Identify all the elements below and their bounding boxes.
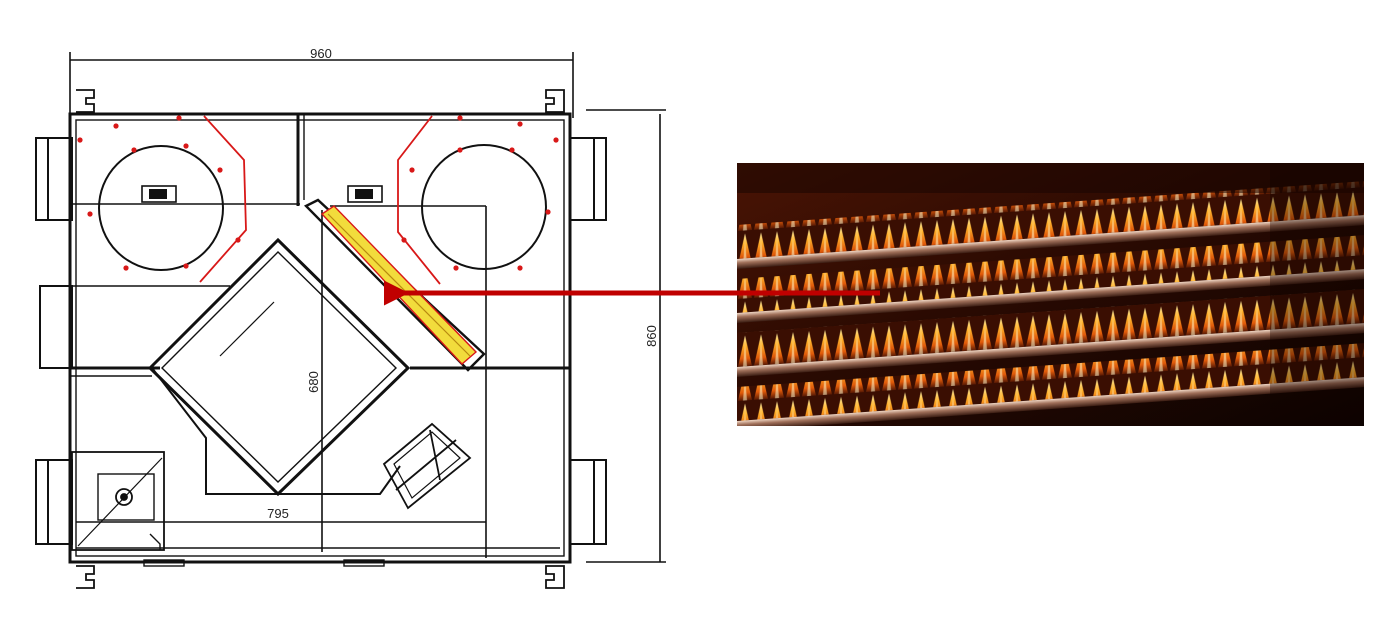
mounting-brackets	[76, 89, 565, 589]
fan-left	[98, 145, 224, 271]
dimension-860: 860	[644, 325, 659, 347]
dimension-680: 680	[306, 371, 321, 393]
fan-mount-points	[77, 115, 559, 271]
bypass-damper	[382, 422, 472, 510]
highlighted-filter	[303, 198, 486, 372]
housing	[68, 112, 572, 567]
dimension-795: 795	[267, 506, 289, 521]
fan-volute-outline	[199, 115, 441, 285]
fan-right	[347, 144, 547, 270]
duct-collars	[35, 137, 607, 545]
dimension-lines	[69, 52, 666, 563]
dimension-960: 960	[310, 46, 332, 61]
electrical-box	[71, 451, 165, 551]
fin-tube-photo	[737, 163, 1364, 426]
heat-exchanger-core	[147, 237, 411, 497]
